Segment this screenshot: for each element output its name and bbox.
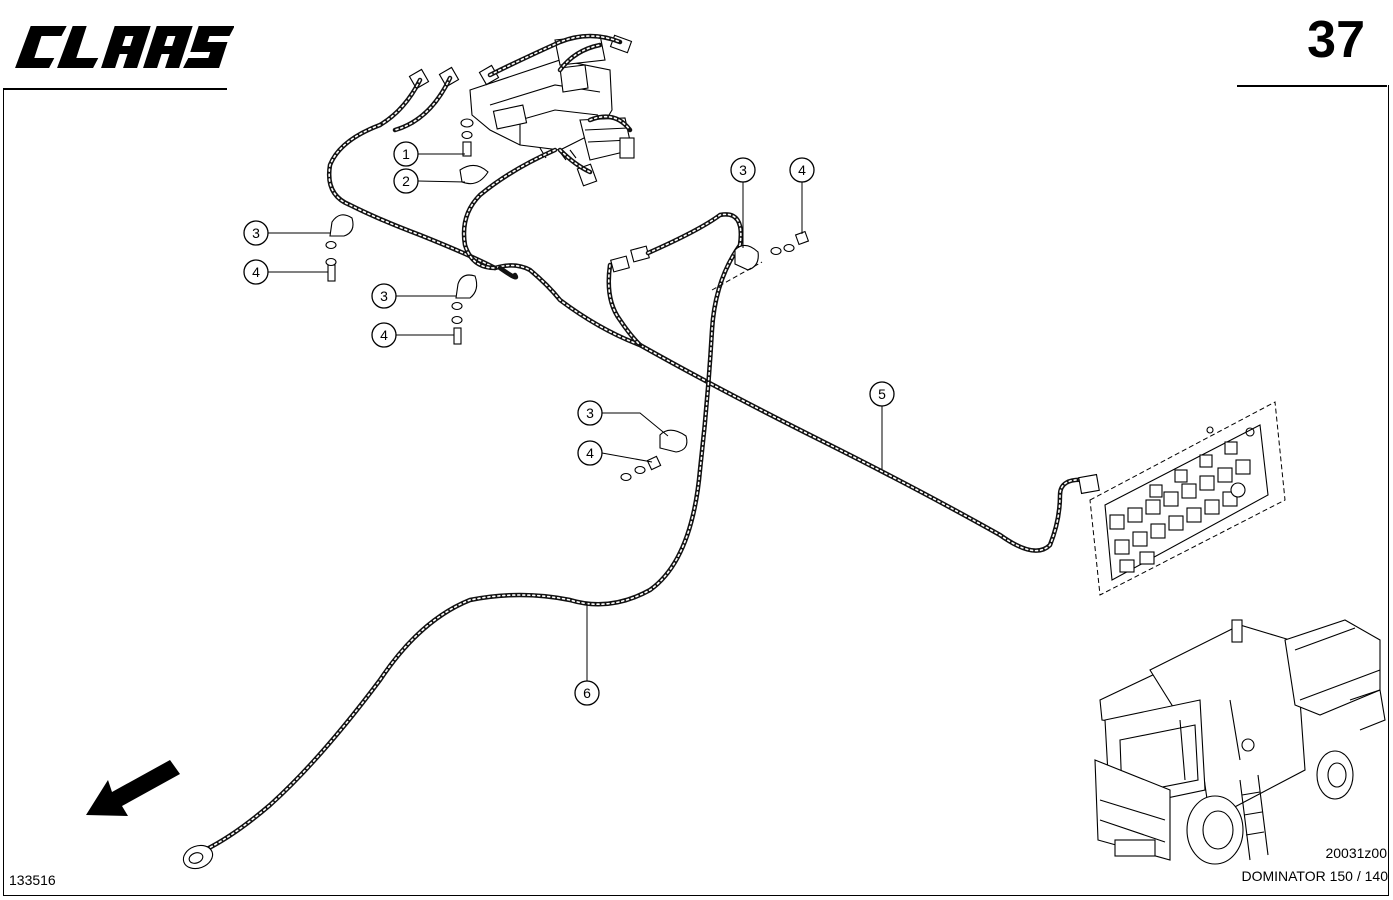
svg-text:5: 5 <box>878 386 886 402</box>
callout-4d: 4 <box>577 440 653 466</box>
sheet-number: 37 <box>1307 11 1365 69</box>
callout-2: 2 <box>393 168 466 194</box>
svg-text:3: 3 <box>380 288 388 304</box>
svg-text:3: 3 <box>586 405 594 421</box>
callout-5: 5 <box>869 381 895 470</box>
svg-text:4: 4 <box>586 445 594 461</box>
callout-3a: 3 <box>243 220 330 246</box>
svg-text:4: 4 <box>798 162 806 178</box>
callout-3d: 3 <box>577 400 669 437</box>
fasteners-unit <box>459 118 489 185</box>
callout-4b: 4 <box>371 322 454 348</box>
svg-text:4: 4 <box>252 264 260 280</box>
model-name: DOMINATOR 150 / 140 <box>1241 868 1388 884</box>
callout-6: 6 <box>574 602 600 706</box>
frame-bottom <box>3 895 1389 896</box>
harness-6 <box>182 212 744 870</box>
drawing-code: 20031z00 <box>1325 845 1387 861</box>
fuse-relay-board <box>1089 401 1286 596</box>
left-code: 133516 <box>9 872 56 888</box>
header-rule-left <box>3 88 227 90</box>
svg-text:6: 6 <box>583 685 591 701</box>
callout-4c: 4 <box>789 157 815 234</box>
control-unit-assembly <box>377 33 635 187</box>
claas-logo <box>15 26 234 68</box>
frame-right <box>1388 85 1389 896</box>
svg-text:1: 1 <box>402 146 410 162</box>
frame-left <box>3 88 4 896</box>
svg-text:4: 4 <box>380 327 388 343</box>
callout-3b: 3 <box>371 283 456 309</box>
callout-4a: 4 <box>243 259 328 285</box>
svg-text:3: 3 <box>739 162 747 178</box>
svg-text:2: 2 <box>402 173 410 189</box>
relay-block-grid <box>1109 426 1255 573</box>
harness-5 <box>326 122 1100 553</box>
combine-harvester-icon <box>1094 619 1386 865</box>
clamps <box>325 214 810 482</box>
callout-3c: 3 <box>730 157 756 248</box>
forward-arrow-icon <box>86 760 180 816</box>
svg-text:3: 3 <box>252 225 260 241</box>
callout-1: 1 <box>393 141 465 167</box>
header-rule-right <box>1237 85 1387 87</box>
